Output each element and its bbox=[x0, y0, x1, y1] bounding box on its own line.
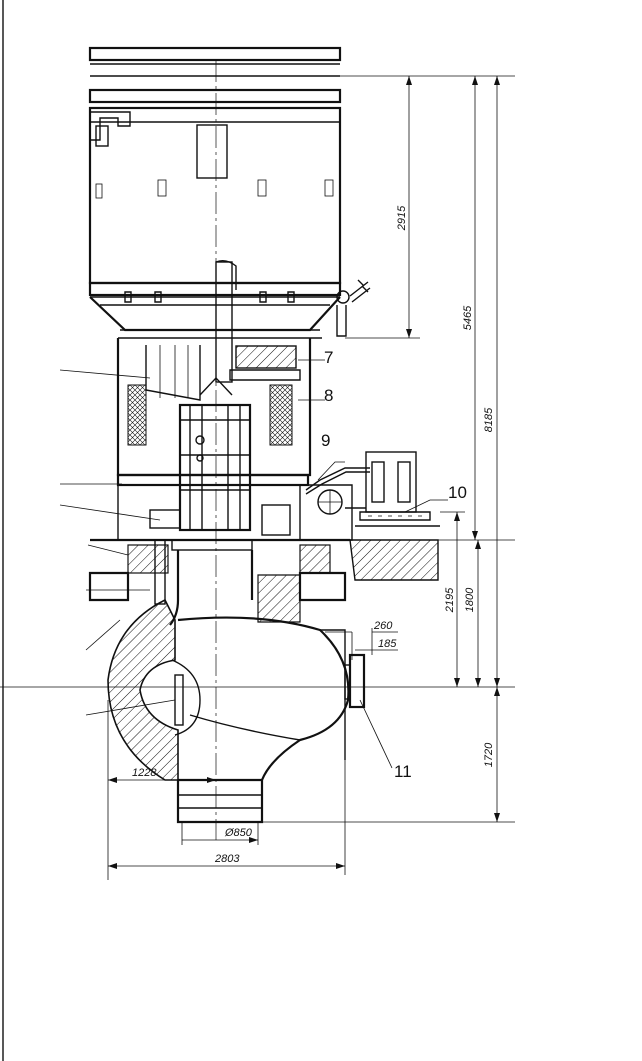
dim-1800: 1800 bbox=[464, 587, 476, 612]
callout-7: 7 bbox=[324, 348, 333, 367]
dim-1720: 1720 bbox=[483, 742, 495, 767]
dim-260: 260 bbox=[373, 620, 393, 632]
dimension-lines bbox=[0, 75, 515, 880]
dim-185: 185 bbox=[378, 638, 397, 650]
dim-850: Ø850 bbox=[224, 827, 253, 839]
dim-1228: 1228 bbox=[132, 767, 157, 779]
callout-11: 11 bbox=[394, 762, 412, 781]
callout-10: 10 bbox=[448, 483, 467, 502]
pump-base-flange bbox=[88, 538, 350, 626]
callout-9: 9 bbox=[321, 431, 330, 450]
dim-5465: 5465 bbox=[462, 305, 474, 330]
dim-2803: 2803 bbox=[214, 853, 240, 865]
dim-2915: 2915 bbox=[396, 205, 408, 231]
volute-casing bbox=[107, 598, 366, 824]
dim-8185: 8185 bbox=[483, 407, 495, 432]
pipe-and-terminal bbox=[305, 451, 440, 581]
motor-housing bbox=[88, 46, 371, 383]
leader-lines bbox=[59, 359, 448, 769]
coupling-housing bbox=[116, 338, 353, 541]
dim-2195: 2195 bbox=[444, 587, 456, 613]
callout-8: 8 bbox=[324, 386, 333, 405]
